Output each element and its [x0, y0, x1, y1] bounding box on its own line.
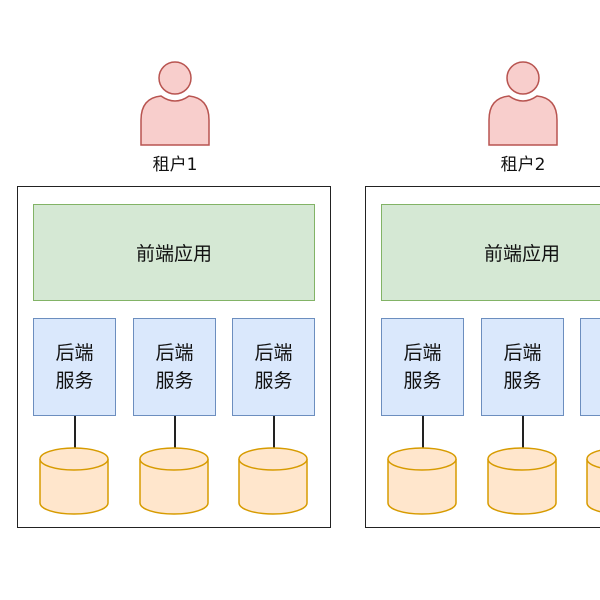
person-icon: [140, 61, 210, 146]
tenant-frame: 前端应用 后端 服务 后端 服务 后端 服务: [17, 186, 331, 528]
connector-line: [174, 416, 176, 448]
backend-service-box: 后端 服务: [232, 318, 315, 416]
database-icon: [238, 447, 308, 515]
service-label-line1: 后端: [503, 342, 542, 364]
backend-service-box: 后端 服务: [481, 318, 564, 416]
database-icon: [139, 447, 209, 515]
service-label-line2: 服务: [403, 370, 442, 392]
backend-service-box: 后端 服务: [133, 318, 216, 416]
service-label-line2: 服务: [254, 370, 293, 392]
database-icon: [586, 449, 600, 513]
connector-line: [522, 416, 524, 448]
backend-service-box: 后端 服务: [580, 318, 600, 416]
connector-line: [74, 416, 76, 448]
service-label-line1: 后端: [155, 342, 194, 364]
database-icon: [487, 447, 557, 515]
tenant-label: 租户2: [500, 155, 546, 175]
service-label-line2: 服务: [503, 370, 542, 392]
service-label-line2: 服务: [155, 370, 194, 392]
database-icon: [39, 447, 109, 515]
frontend-app-box: 前端应用: [33, 204, 315, 301]
database-icon: [387, 447, 457, 515]
service-label-line2: 服务: [55, 370, 94, 392]
frontend-app-box: 前端应用: [381, 204, 600, 301]
service-label-line1: 后端: [55, 342, 94, 364]
connector-line: [422, 416, 424, 448]
tenant-2-group: 租户2 前端应用 后端 服务 后端 服务 后端 服务: [365, 0, 600, 600]
person-icon: [488, 61, 558, 146]
backend-service-box: 后端 服务: [381, 318, 464, 416]
service-label-line1: 后端: [254, 342, 293, 364]
tenant-frame: 前端应用 后端 服务 后端 服务 后端 服务: [365, 186, 600, 528]
tenant-1-group: 租户1 前端应用 后端 服务 后端 服务 后端 服务: [17, 0, 337, 600]
tenant-label: 租户1: [152, 155, 198, 175]
connector-line: [273, 416, 275, 448]
service-label-line1: 后端: [403, 342, 442, 364]
backend-service-box: 后端 服务: [33, 318, 116, 416]
